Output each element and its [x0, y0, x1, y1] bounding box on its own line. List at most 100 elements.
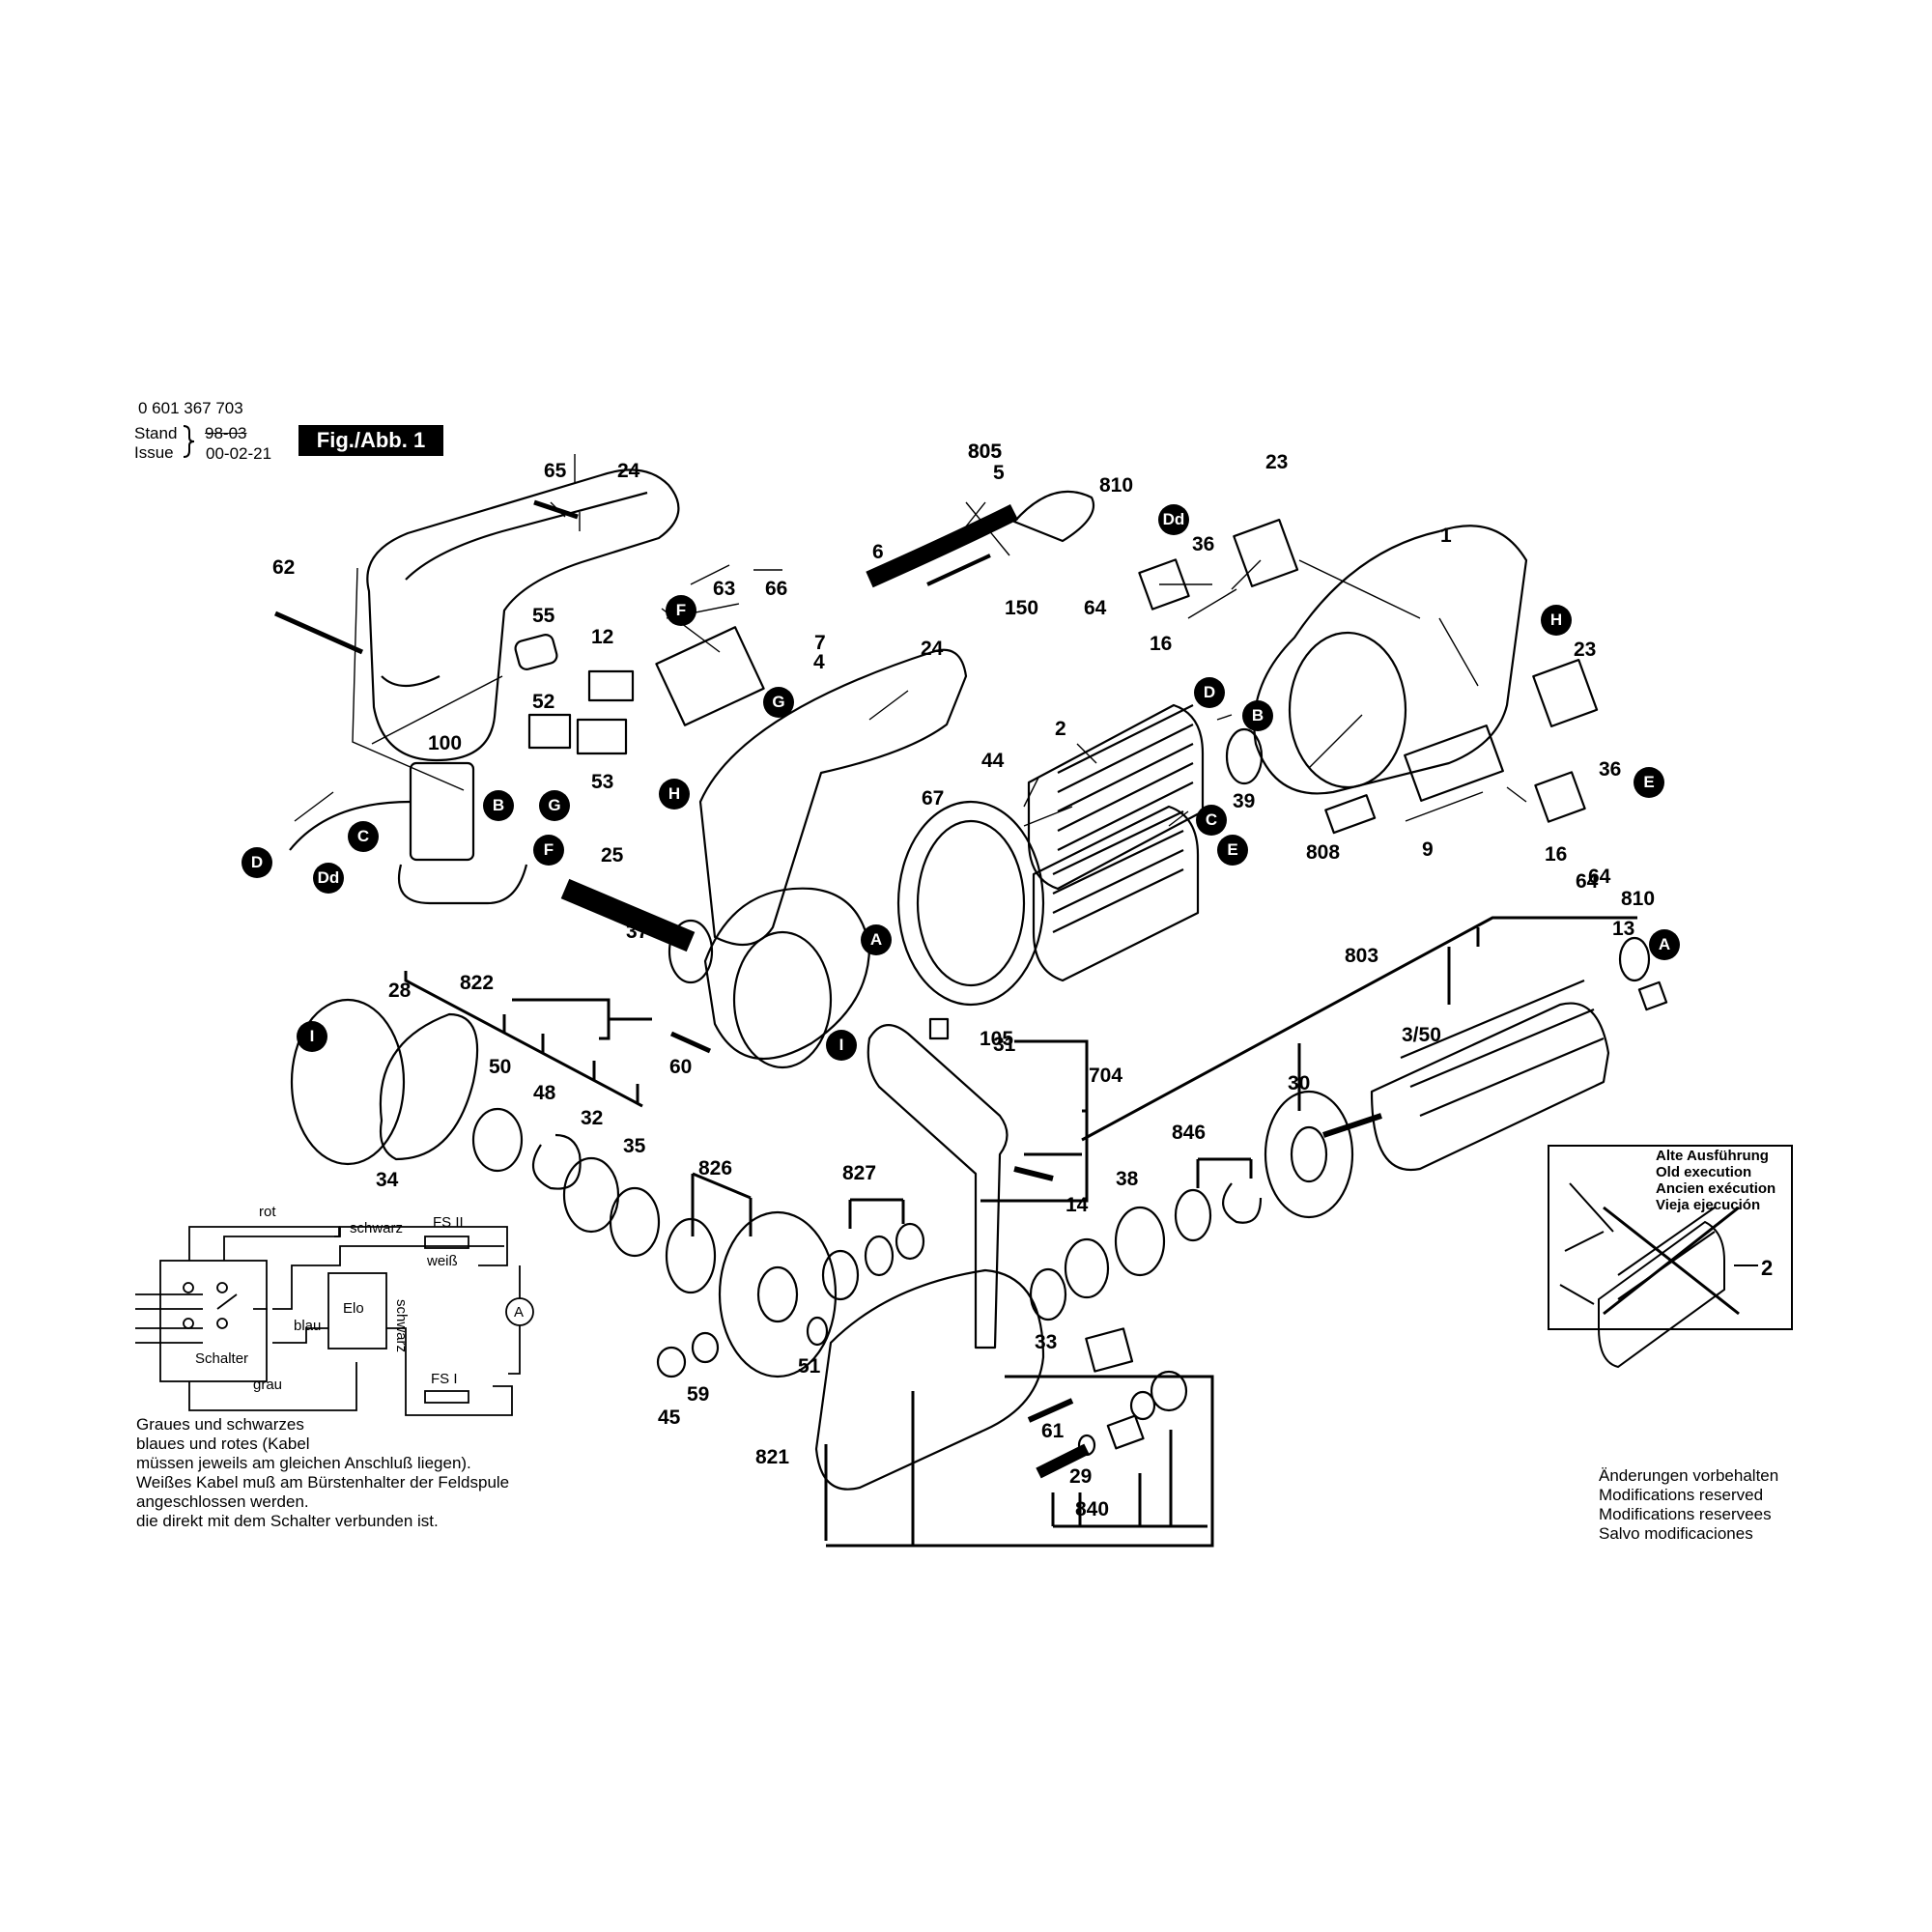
- part-label: 25: [601, 844, 624, 867]
- part-label: 37: [626, 921, 649, 943]
- fuse-fs-ii: [424, 1236, 469, 1249]
- part-label: 16: [1150, 633, 1173, 655]
- callout-circle: Dd: [1158, 504, 1189, 535]
- part-label: 31: [993, 1034, 1016, 1056]
- part-label: 66: [765, 578, 788, 600]
- part-label: 39: [1233, 790, 1256, 812]
- part-label: 59: [687, 1383, 710, 1406]
- modifications-reserved: Änderungen vorbehalten Modifications res…: [1599, 1466, 1778, 1544]
- gear-826-shape: [718, 1210, 838, 1378]
- part-label: 34: [376, 1169, 399, 1191]
- part-label: 60: [669, 1056, 693, 1078]
- part-label: 827: [842, 1162, 877, 1184]
- part-label: 64: [1576, 870, 1599, 893]
- circlip-48-shape: [531, 1133, 582, 1190]
- part-label: 810: [1621, 888, 1656, 910]
- inset-caption-fr: Ancien exécution: [1656, 1180, 1776, 1197]
- washer-846-shape: [1174, 1188, 1212, 1242]
- wire-schwarz-upper: [223, 1226, 508, 1266]
- part-label: 36: [1599, 758, 1622, 781]
- part-label: 810: [1099, 474, 1134, 497]
- bolt-105a-shape: [928, 1017, 950, 1040]
- inset-old-coil-shape: [1559, 1182, 1758, 1369]
- part-label: 9: [1422, 838, 1434, 861]
- wire-rot: [188, 1226, 340, 1261]
- bolt-62-shape: [273, 611, 364, 655]
- wiring-label: FS I: [431, 1371, 458, 1387]
- part-label: 64: [1084, 597, 1107, 619]
- part-label: 67: [922, 787, 945, 810]
- part-label: 846: [1172, 1122, 1207, 1144]
- seal-33-shape: [1029, 1267, 1067, 1321]
- elo-box: [327, 1272, 387, 1350]
- callout-circle: I: [826, 1030, 857, 1061]
- part-label: 63: [713, 578, 736, 600]
- part-53-shape: [576, 718, 628, 755]
- part-label: 3/50: [1402, 1024, 1441, 1046]
- bearing-39-shape: [1225, 727, 1264, 785]
- side-handle-704-shape: [867, 1024, 1009, 1350]
- callout-circle: E: [1634, 767, 1664, 798]
- bolt-65-shape: [533, 499, 579, 520]
- part-label: 53: [591, 771, 614, 793]
- figure-label: Fig./Abb. 1: [298, 425, 443, 456]
- stand-label: Stand: [134, 424, 178, 442]
- switch-block-shape: [655, 626, 765, 726]
- part-label: 704: [1089, 1065, 1123, 1087]
- callout-circle: D: [242, 847, 272, 878]
- label-808-shape: [1324, 794, 1377, 835]
- note-line: Graues und schwarzes: [136, 1415, 304, 1434]
- leader-lines: [294, 454, 1527, 827]
- part-label: 28: [388, 980, 412, 1002]
- brush-holder-16b-shape: [1534, 771, 1586, 823]
- wiring-label: Elo: [343, 1300, 364, 1317]
- fuse-fs-i: [424, 1390, 469, 1404]
- part-label: 105: [980, 1028, 1014, 1050]
- wiring-label: Schalter: [195, 1350, 249, 1367]
- callout-circle: E: [1217, 835, 1248, 866]
- part-label: 45: [658, 1406, 681, 1429]
- label-9-shape: [1404, 724, 1504, 802]
- part-label: 100: [428, 732, 463, 754]
- part-label: 24: [617, 460, 640, 482]
- header-brace: [183, 425, 195, 458]
- wire-schwarz-lower: [386, 1327, 513, 1416]
- reserved-line-es: Salvo modificaciones: [1599, 1524, 1753, 1543]
- part-52-shape: [527, 713, 572, 750]
- bearing-35-shape: [609, 1186, 661, 1258]
- part-label: 35: [623, 1135, 646, 1157]
- callout-circle: B: [483, 790, 514, 821]
- callout-circle: Dd: [313, 863, 344, 894]
- callout-circle: I: [297, 1021, 327, 1052]
- part-label: 5: [993, 462, 1005, 484]
- part-label: 2: [1055, 718, 1066, 740]
- callout-circle: G: [763, 687, 794, 718]
- part-label: 821: [755, 1446, 790, 1468]
- circlip-846-shape: [1222, 1182, 1263, 1224]
- part-label: 23: [1574, 639, 1597, 661]
- callout-circle: H: [659, 779, 690, 810]
- bearing-38-shape: [1114, 1206, 1166, 1277]
- cable-6-shape: [866, 503, 1019, 588]
- armature-shaft-shape: [1322, 1113, 1382, 1138]
- cover-23a-shape: [1233, 518, 1299, 587]
- callout-circle: F: [533, 835, 564, 866]
- wiring-schematic: [135, 1226, 534, 1416]
- wire-blau: [272, 1327, 328, 1344]
- washer-59-shape: [691, 1331, 720, 1364]
- part-label: 30: [1288, 1072, 1311, 1094]
- part-label: 805: [968, 440, 1003, 463]
- part-150-shape: [926, 554, 991, 586]
- callout-circle: A: [1649, 929, 1680, 960]
- inset-caption-es: Vieja ejecución: [1656, 1197, 1761, 1213]
- rear-handle-shape: [366, 469, 680, 762]
- part-label: 64: [1588, 866, 1611, 888]
- part-label: 44: [981, 750, 1005, 772]
- part-number: 0 601 367 703: [138, 399, 243, 417]
- callout-circle: A: [861, 924, 892, 955]
- part-label: 150: [1005, 597, 1039, 619]
- part-label: 23: [1265, 451, 1289, 473]
- reserved-line-en: Modifications reserved: [1599, 1486, 1764, 1504]
- part-label: 14: [1065, 1194, 1089, 1216]
